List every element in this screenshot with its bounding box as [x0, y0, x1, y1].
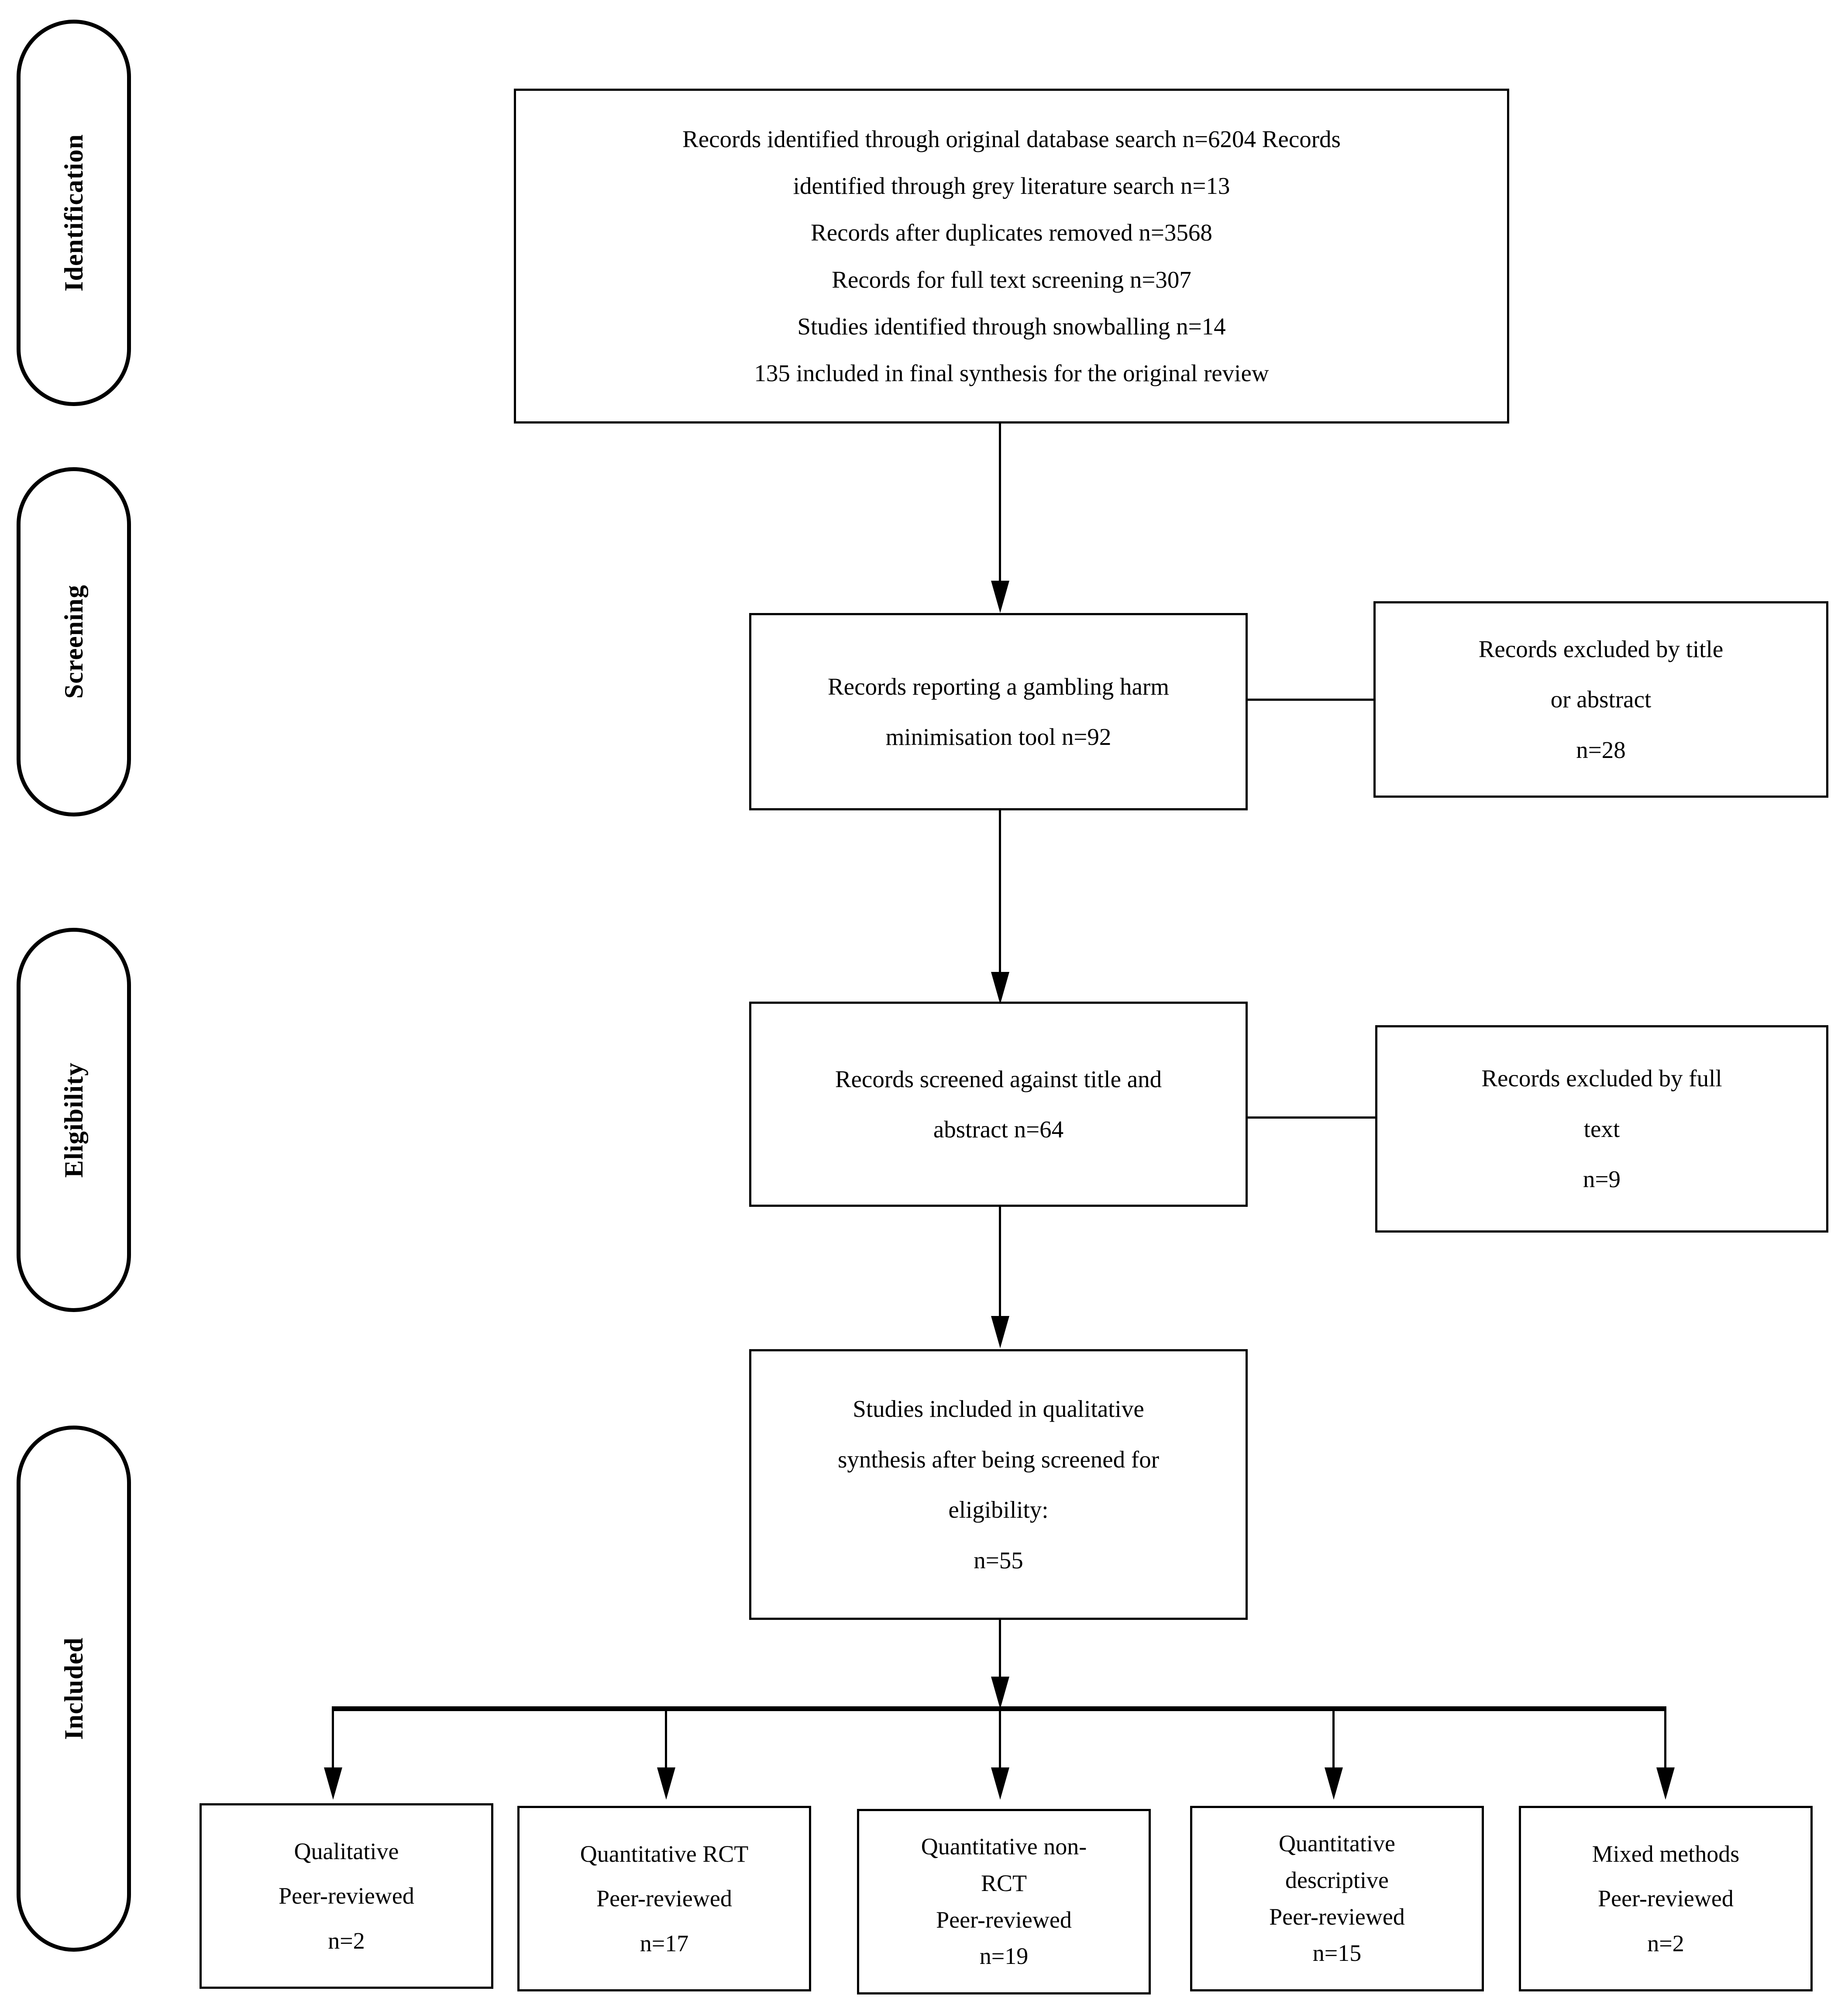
arrowhead-screening-to-eligibility — [991, 972, 1009, 1004]
identification-line-6: 135 included in final synthesis for the … — [754, 360, 1269, 386]
eligibility-excluded-line-3: n=9 — [1583, 1166, 1621, 1193]
identification-line-2: identified through grey literature searc… — [793, 172, 1230, 199]
eligibility-line-2: abstract n=64 — [933, 1116, 1064, 1143]
arrowhead-outcome-4 — [1325, 1767, 1343, 1800]
eligibility-excluded-line-2: text — [1583, 1115, 1620, 1142]
stage-identification-label: Identification — [59, 134, 88, 292]
arrowhead-outcome-3 — [991, 1767, 1009, 1800]
arrowhead-identification-to-screening — [991, 581, 1009, 613]
arrowhead-synthesis-to-distributor — [991, 1677, 1009, 1709]
arrowhead-outcome-5 — [1656, 1767, 1675, 1800]
outcome-box-mixed-methods: Mixed methods Peer-reviewed n=2 — [1519, 1806, 1813, 1991]
outcome-3-line-1: Quantitative non- — [921, 1833, 1087, 1860]
outcome-2-line-2: Peer-reviewed — [596, 1885, 732, 1912]
eligibility-excluded-box: Records excluded by full text n=9 — [1375, 1025, 1828, 1233]
identification-box: Records identified through original data… — [514, 89, 1509, 424]
connector-distributor-to-outcome-2 — [665, 1706, 667, 1789]
synthesis-line-3: eligibility: — [948, 1496, 1049, 1523]
eligibility-box: Records screened against title and abstr… — [749, 1002, 1248, 1207]
outcome-5-line-3: n=2 — [1647, 1930, 1684, 1956]
outcome-3-line-2: RCT — [981, 1870, 1027, 1896]
outcome-1-line-1: Qualitative — [294, 1838, 399, 1864]
outcome-box-quantitative-rct: Quantitative RCT Peer-reviewed n=17 — [517, 1806, 811, 1991]
screening-excluded-box: Records excluded by title or abstract n=… — [1373, 601, 1828, 798]
synthesis-line-1: Studies included in qualitative — [853, 1395, 1144, 1422]
outcome-box-quantitative-descriptive: Quantitative descriptive Peer-reviewed n… — [1190, 1806, 1484, 1991]
synthesis-line-2: synthesis after being screened for — [837, 1446, 1160, 1473]
outcome-4-line-2: descriptive — [1285, 1867, 1389, 1893]
outcome-2-line-1: Quantitative RCT — [580, 1840, 749, 1867]
connector-distributor-to-outcome-3 — [999, 1706, 1001, 1789]
stage-screening: Screening — [17, 467, 131, 816]
outcome-1-line-2: Peer-reviewed — [279, 1883, 414, 1909]
screening-line-2: minimisation tool n=92 — [885, 723, 1112, 750]
outcome-3-line-3: Peer-reviewed — [936, 1906, 1072, 1933]
screening-line-1: Records reporting a gambling harm — [827, 673, 1169, 700]
connector-eligibility-to-synthesis — [999, 1207, 1001, 1316]
synthesis-box: Studies included in qualitative synthesi… — [749, 1349, 1248, 1620]
outcome-1-line-3: n=2 — [328, 1927, 365, 1954]
outcome-4-line-1: Quantitative — [1279, 1830, 1395, 1857]
identification-line-4: Records for full text screening n=307 — [832, 266, 1191, 293]
screening-excluded-line-1: Records excluded by title — [1478, 635, 1724, 662]
screening-excluded-line-3: n=28 — [1576, 736, 1626, 763]
stage-included-label: Included — [59, 1637, 88, 1740]
connector-distributor-to-outcome-5 — [1664, 1706, 1666, 1789]
synthesis-line-4: n=55 — [974, 1547, 1023, 1574]
arrowhead-eligibility-to-synthesis — [991, 1316, 1009, 1348]
identification-line-1: Records identified through original data… — [682, 125, 1341, 152]
connector-screening-to-excluded — [1248, 699, 1374, 701]
outcome-box-qualitative: Qualitative Peer-reviewed n=2 — [200, 1803, 493, 1989]
stage-eligibility: Eligibility — [17, 928, 131, 1312]
connector-synthesis-to-distributor — [999, 1620, 1001, 1677]
connector-screening-to-eligibility — [999, 810, 1001, 972]
outcome-4-line-4: n=15 — [1312, 1940, 1362, 1967]
connector-distributor-to-outcome-4 — [1332, 1706, 1335, 1789]
outcome-5-line-2: Peer-reviewed — [1598, 1885, 1734, 1912]
outcome-4-line-3: Peer-reviewed — [1269, 1903, 1405, 1930]
outcome-3-line-4: n=19 — [979, 1943, 1029, 1970]
stage-screening-label: Screening — [59, 585, 88, 699]
connector-identification-to-screening — [999, 424, 1001, 581]
screening-excluded-line-2: or abstract — [1550, 686, 1652, 713]
outcome-5-line-1: Mixed methods — [1592, 1840, 1740, 1867]
connector-distributor-to-outcome-1 — [332, 1706, 334, 1789]
screening-box: Records reporting a gambling harm minimi… — [749, 613, 1248, 810]
connector-eligibility-to-excluded — [1248, 1116, 1375, 1119]
arrowhead-outcome-1 — [324, 1767, 342, 1800]
eligibility-excluded-line-1: Records excluded by full — [1481, 1065, 1722, 1092]
stage-identification: Identification — [17, 20, 131, 406]
stage-included: Included — [17, 1426, 131, 1952]
eligibility-line-1: Records screened against title and — [835, 1065, 1162, 1092]
stage-eligibility-label: Eligibility — [59, 1062, 88, 1178]
outcome-box-quantitative-non-rct: Quantitative non- RCT Peer-reviewed n=19 — [857, 1809, 1151, 1994]
identification-line-5: Studies identified through snowballing n… — [797, 313, 1226, 340]
identification-line-3: Records after duplicates removed n=3568 — [811, 219, 1212, 246]
arrowhead-outcome-2 — [657, 1767, 675, 1800]
outcome-2-line-3: n=17 — [640, 1930, 689, 1956]
